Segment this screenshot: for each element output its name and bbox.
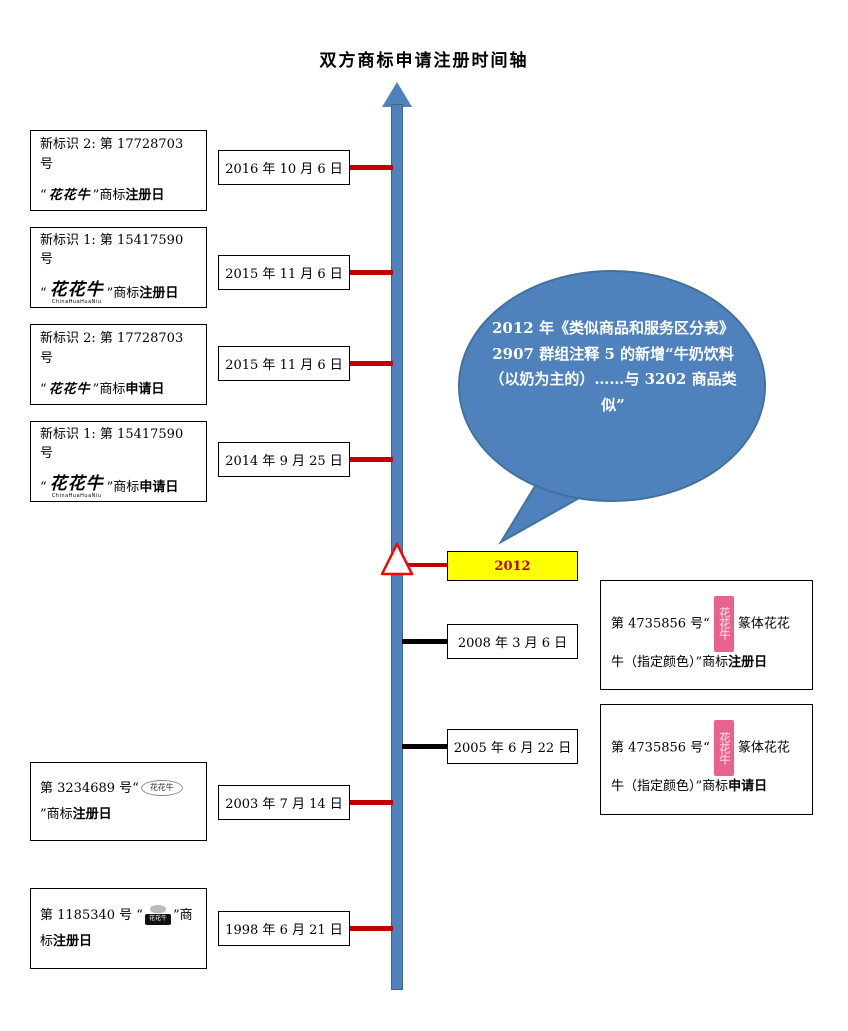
info-line: 新标识 1: 第 15417590 号 [40,232,184,268]
date-box-2015-reg: 2015 年 11 月 6 日 [218,255,350,290]
milestone-triangle-marker [379,541,415,577]
quote-open: “ [40,382,47,398]
tick-2008 [402,639,448,644]
tick-2005 [402,744,448,749]
info-line: 第 4735856 号“花花牛篆体花花牛（指定颜色）”商标注册日 [611,595,802,674]
tick-2016 [350,165,393,170]
seal-script-logo: 花花牛 [713,720,734,777]
logo-main-text: 花花牛 [49,473,104,494]
quote-open: “ [40,188,47,204]
date-box-1998: 1998 年 6 月 21 日 [218,911,350,946]
info-bold-suffix: 注册日 [139,285,179,301]
tick-1998 [350,926,393,931]
info-bold-suffix: 注册日 [53,933,93,949]
info-text: 第 4735856 号“ [611,616,710,632]
info-bold-suffix: 申请日 [139,479,179,495]
milestone-2012-box: 2012 [447,551,578,581]
logo-sub-text: ChinaHuaHuaNiu [51,298,102,305]
date-box-2003: 2003 年 7 月 14 日 [218,785,350,820]
info-text: ”商标 [40,806,73,822]
info-bold-suffix: 注册日 [72,806,112,822]
info-text: 第 1185340 号 “ [40,907,143,923]
info-line: “花花牛”商标申请日 [40,380,197,400]
speech-bubble-text: 2012 年《类似商品和服务区分表》2907 群组注释 5 的新增“牛奶饮料（以… [489,319,737,414]
info-line: 第 3234689 号“花花牛 ”商标注册日 [40,776,197,828]
info-box-4735856-app: 第 4735856 号“花花牛篆体花花牛（指定颜色）”商标申请日 [600,704,813,815]
logo-main-text: 花花牛 [144,914,171,925]
huahuaniu-script-logo: 花花牛 [48,188,91,204]
timeline-arrowhead-icon [382,82,412,107]
info-text: ”商标 [92,382,126,398]
huahuaniu-script-logo: 花花牛 [48,382,91,398]
info-line: 第 4735856 号“花花牛篆体花花牛（指定颜色）”商标申请日 [611,720,802,798]
info-text: 篆体花花牛（指定颜色）”商标 [611,616,790,670]
logo-main-text: 花花牛 [49,279,104,300]
info-text: ”商标 [40,907,193,949]
info-text: ”商标 [106,285,140,301]
date-box-2016: 2016 年 10 月 6 日 [218,150,350,185]
huahuaniu-oval-logo: 花花牛 [140,780,183,796]
info-line: 新标识 1: 第 15417590 号 [40,426,184,462]
info-box-17728703-app: 新标识 2: 第 17728703 号 “花花牛”商标申请日 [30,324,207,405]
seal-script-logo: 花花牛 [713,595,734,652]
date-box-2005: 2005 年 6 月 22 日 [447,729,578,764]
date-box-2015-app: 2015 年 11 月 6 日 [218,346,350,381]
diagram-title: 双方商标申请注册时间轴 [319,51,529,71]
milestone-year: 2012 [494,558,531,574]
info-box-1185340-reg: 第 1185340 号 “花花牛”商标注册日 [30,888,207,969]
logo-sub-text: ChinaHuaHuaNiu [51,492,102,499]
info-text: ”商标 [92,188,126,204]
info-text: 篆体花花牛（指定颜色）”商标 [611,740,790,795]
info-box-4735856-reg: 第 4735856 号“花花牛篆体花花牛（指定颜色）”商标注册日 [600,580,813,690]
info-bold-suffix: 注册日 [125,188,165,204]
tick-2015-app [350,361,393,366]
huahuaniu-cow-logo: 花花牛 [144,905,171,925]
info-line: 新标识 2: 第 17728703 号 [40,137,184,172]
info-bold-suffix: 申请日 [728,779,768,795]
tick-2003 [350,800,393,805]
speech-bubble: 2012 年《类似商品和服务区分表》2907 群组注释 5 的新增“牛奶饮料（以… [455,268,775,558]
info-text: ”商标 [106,479,140,495]
info-text: 第 4735856 号“ [611,740,710,756]
milestone-connector [406,563,447,567]
tick-2015-reg [350,270,393,275]
info-line: 第 1185340 号 “花花牛”商标注册日 [40,903,197,955]
date-box-2008: 2008 年 3 月 6 日 [447,624,578,659]
info-box-3234689-reg: 第 3234689 号“花花牛 ”商标注册日 [30,762,207,841]
info-bold-suffix: 注册日 [728,654,768,670]
quote-open: “ [40,285,47,301]
tick-2014 [350,457,393,462]
info-line: 新标识 2: 第 17728703 号 [40,331,184,366]
info-box-17728703-reg: 新标识 2: 第 17728703 号 “花花牛”商标注册日 [30,130,207,211]
cow-graphic [149,905,166,914]
info-bold-suffix: 申请日 [125,382,165,398]
quote-open: “ [40,479,47,495]
date-box-2014: 2014 年 9 月 25 日 [218,442,350,477]
info-line: “花花牛”商标注册日 [40,186,197,206]
info-text: 第 3234689 号“ [40,780,139,796]
